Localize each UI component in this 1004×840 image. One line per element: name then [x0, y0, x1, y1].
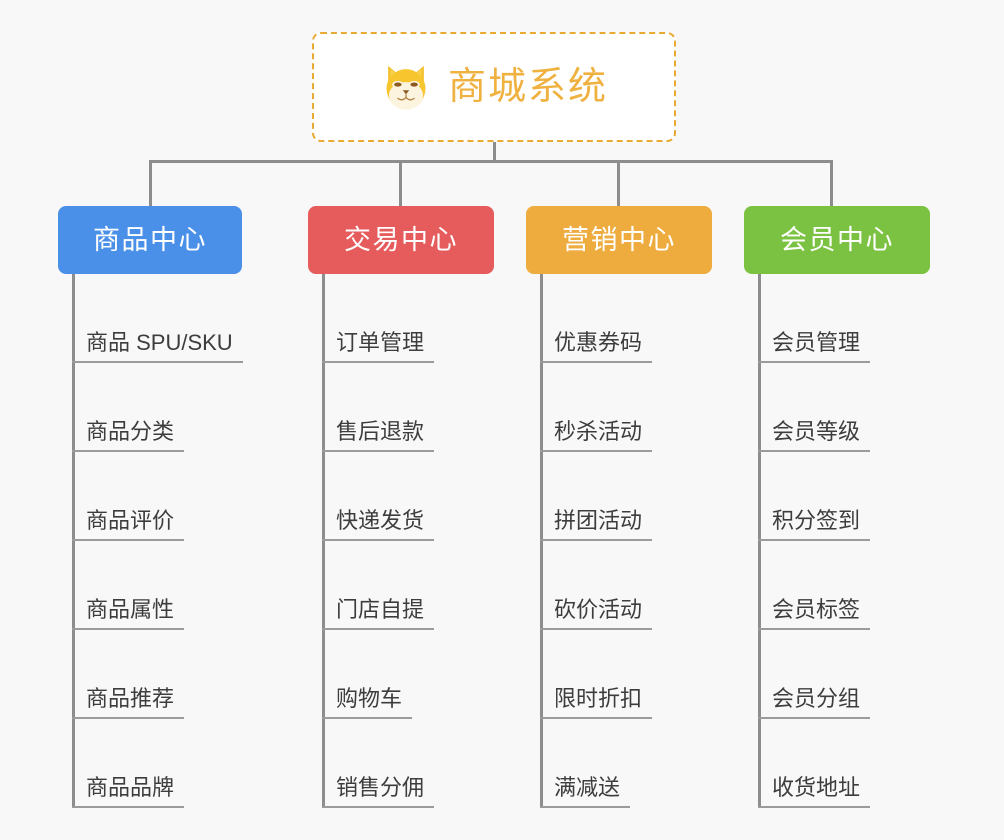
leaf-item-label: 限时折扣	[554, 685, 643, 711]
leaf-item[interactable]: 订单管理	[322, 274, 435, 363]
leaf-item-label: 商品品牌	[86, 774, 175, 800]
column-spine	[758, 274, 761, 808]
column-spine	[540, 274, 543, 808]
leaf-item-label: 会员标签	[772, 596, 861, 622]
leaf-item-label: 购物车	[336, 685, 403, 711]
leaf-item-label: 商品推荐	[86, 685, 175, 711]
column-spine	[72, 274, 75, 808]
connector-drop-4	[830, 160, 833, 208]
leaf-item-label: 快递发货	[336, 507, 425, 533]
leaf-item[interactable]: 快递发货	[322, 452, 435, 541]
leaf-item-label: 售后退款	[336, 418, 425, 444]
leaf-item[interactable]: 收货地址	[758, 719, 871, 808]
leaf-item-label: 收货地址	[772, 774, 861, 800]
leaf-item-label: 商品分类	[86, 418, 175, 444]
category-header-label: 会员中心	[780, 224, 894, 255]
leaf-item[interactable]: 会员分组	[758, 630, 871, 719]
leaf-item[interactable]: 销售分佣	[322, 719, 435, 808]
leaf-item[interactable]: 会员管理	[758, 274, 871, 363]
leaf-item[interactable]: 售后退款	[322, 363, 435, 452]
leaf-item-label: 商品 SPU/SKU	[86, 329, 233, 355]
leaf-item[interactable]: 商品评价	[72, 452, 185, 541]
leaf-item-label: 积分签到	[772, 507, 861, 533]
leaf-item-label: 销售分佣	[336, 774, 425, 800]
leaf-item-label: 会员等级	[772, 418, 861, 444]
leaf-item[interactable]: 满减送	[540, 719, 631, 808]
category-header-2[interactable]: 交易中心	[308, 206, 494, 274]
category-header-1[interactable]: 商品中心	[58, 206, 242, 274]
connector-root-stem	[493, 142, 496, 162]
category-header-3[interactable]: 营销中心	[526, 206, 712, 274]
leaf-item-label: 会员分组	[772, 685, 861, 711]
leaf-item[interactable]: 会员等级	[758, 363, 871, 452]
leaf-item-label: 商品属性	[86, 596, 175, 622]
leaf-item[interactable]: 拼团活动	[540, 452, 653, 541]
category-header-label: 商品中心	[93, 224, 207, 255]
leaf-item-label: 商品评价	[86, 507, 175, 533]
category-header-4[interactable]: 会员中心	[744, 206, 930, 274]
connector-drop-2	[399, 160, 402, 208]
category-header-label: 交易中心	[344, 224, 458, 255]
leaf-item[interactable]: 商品属性	[72, 541, 185, 630]
leaf-item-label: 砍价活动	[554, 596, 643, 622]
root-title: 商城系统	[447, 66, 608, 108]
leaf-item[interactable]: 积分签到	[758, 452, 871, 541]
leaf-item-label: 会员管理	[772, 329, 861, 355]
category-header-label: 营销中心	[562, 224, 676, 255]
leaf-item[interactable]: 限时折扣	[540, 630, 653, 719]
leaf-item-label: 优惠券码	[554, 329, 643, 355]
shiba-dog-icon	[386, 65, 426, 110]
leaf-item-label: 满减送	[554, 774, 621, 800]
leaf-item[interactable]: 商品 SPU/SKU	[72, 274, 243, 363]
leaf-item-label: 拼团活动	[554, 507, 643, 533]
leaf-item-label: 门店自提	[336, 596, 425, 622]
leaf-item[interactable]: 秒杀活动	[540, 363, 653, 452]
column-spine	[322, 274, 325, 808]
leaf-item[interactable]: 商品品牌	[72, 719, 185, 808]
leaf-item[interactable]: 商品推荐	[72, 630, 185, 719]
leaf-item[interactable]: 商品分类	[72, 363, 185, 452]
leaf-item[interactable]: 优惠券码	[540, 274, 653, 363]
root-node[interactable]: 商城系统	[312, 32, 676, 142]
leaf-item-label: 订单管理	[336, 329, 425, 355]
leaf-item[interactable]: 购物车	[322, 630, 413, 719]
leaf-item[interactable]: 门店自提	[322, 541, 435, 630]
connector-bus-bar	[149, 160, 833, 163]
connector-drop-3	[617, 160, 620, 208]
connector-drop-1	[149, 160, 152, 208]
leaf-item[interactable]: 会员标签	[758, 541, 871, 630]
leaf-item[interactable]: 砍价活动	[540, 541, 653, 630]
leaf-item-label: 秒杀活动	[554, 418, 643, 444]
